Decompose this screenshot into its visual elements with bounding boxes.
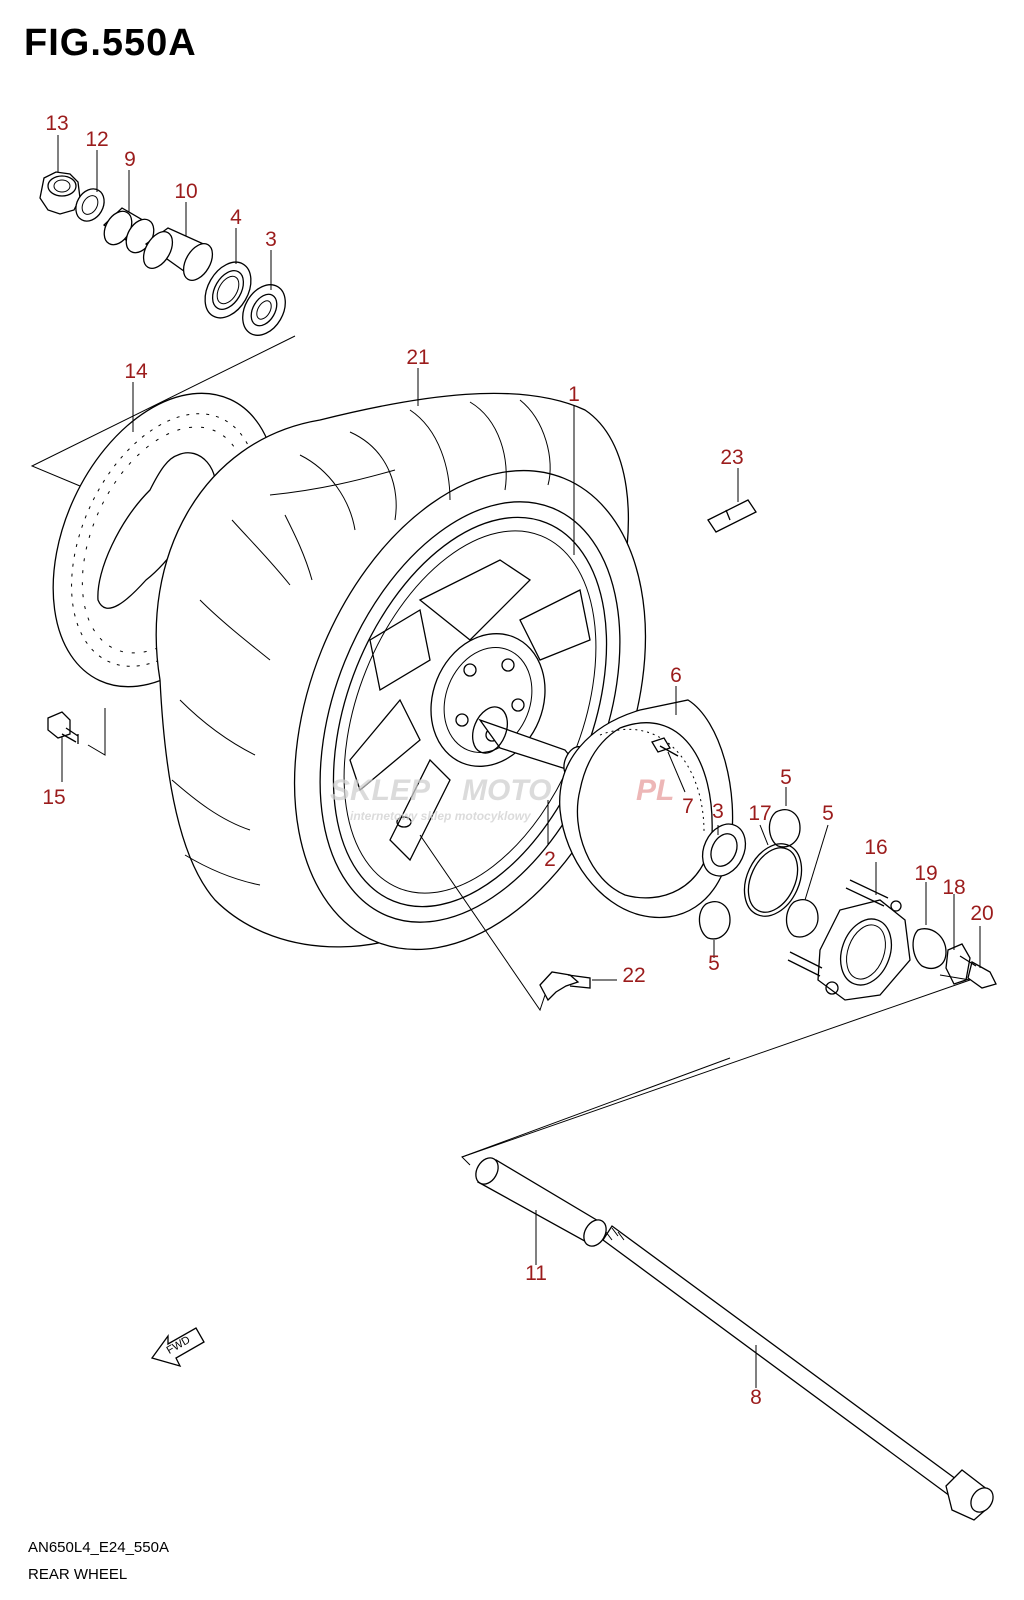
callout-14: 14	[124, 360, 148, 383]
watermark-brand-c: PL	[636, 774, 674, 807]
part-11-spacer	[475, 1157, 607, 1247]
part-10-spacer	[142, 227, 214, 281]
part-8-axle	[602, 1225, 994, 1521]
callout-18: 18	[942, 876, 965, 899]
part-5-damper-a	[768, 809, 801, 848]
callout-16: 16	[864, 836, 887, 859]
part-4-bearing	[204, 261, 252, 319]
callout-5-a: 5	[780, 766, 792, 789]
callout-5-b: 5	[822, 802, 834, 825]
callout-12: 12	[85, 128, 108, 151]
callout-15: 15	[42, 786, 65, 809]
callout-11: 11	[525, 1262, 547, 1285]
callout-22: 22	[622, 964, 645, 987]
part-23-balance-weight	[707, 499, 757, 533]
part-12-washer	[75, 188, 105, 222]
part-13-nut	[39, 171, 81, 215]
callout-23: 23	[720, 446, 743, 469]
watermark-brand-a: SKLEP	[330, 774, 431, 807]
callout-7: 7	[682, 795, 694, 818]
part-20-bolt	[959, 955, 997, 989]
part-6-abs-sensor-ring	[559, 699, 734, 919]
callout-19: 19	[914, 862, 937, 885]
part-22-valve	[539, 971, 591, 1002]
forward-arrow-icon: FWD	[150, 1327, 205, 1368]
callout-6: 6	[670, 664, 682, 687]
figure-code: AN650L4_E24_550A	[28, 1539, 169, 1556]
part-7-screw	[651, 737, 679, 757]
callout-5-c: 5	[708, 952, 720, 975]
part-5-damper-c	[698, 901, 731, 940]
figure-title: FIG.550A	[24, 22, 197, 64]
part-3-bearing-mid	[701, 823, 747, 877]
callout-20: 20	[970, 902, 993, 925]
part-16-sprocket-mount	[787, 879, 911, 1001]
callout-4: 4	[230, 206, 242, 229]
part-17-o-ring	[743, 843, 803, 917]
part-5-damper-b	[785, 899, 819, 938]
callout-1: 1	[568, 383, 580, 406]
callout-3-mid: 3	[712, 800, 724, 823]
callout-2: 2	[544, 848, 556, 871]
part-15-disc-bolt	[47, 711, 79, 744]
part-18-washer	[945, 943, 971, 985]
callout-9: 9	[124, 148, 136, 171]
callout-21: 21	[406, 346, 429, 369]
part-19-plate	[912, 928, 947, 969]
callout-8: 8	[750, 1386, 762, 1409]
part-1-wheel-rim	[319, 501, 621, 923]
watermark-brand-b: MOTO	[462, 774, 551, 807]
part-3-bearing-top	[242, 284, 286, 336]
watermark-logo: SKLEP MOTO PL internetowy sklep motocykl…	[330, 774, 674, 823]
callout-17: 17	[748, 802, 771, 825]
watermark-tagline: internetowy sklep motocyklowy	[350, 809, 532, 823]
figure-name: REAR WHEEL	[28, 1566, 128, 1583]
callout-13: 13	[45, 112, 68, 135]
callout-3-top: 3	[265, 228, 277, 251]
callout-10: 10	[174, 180, 197, 203]
